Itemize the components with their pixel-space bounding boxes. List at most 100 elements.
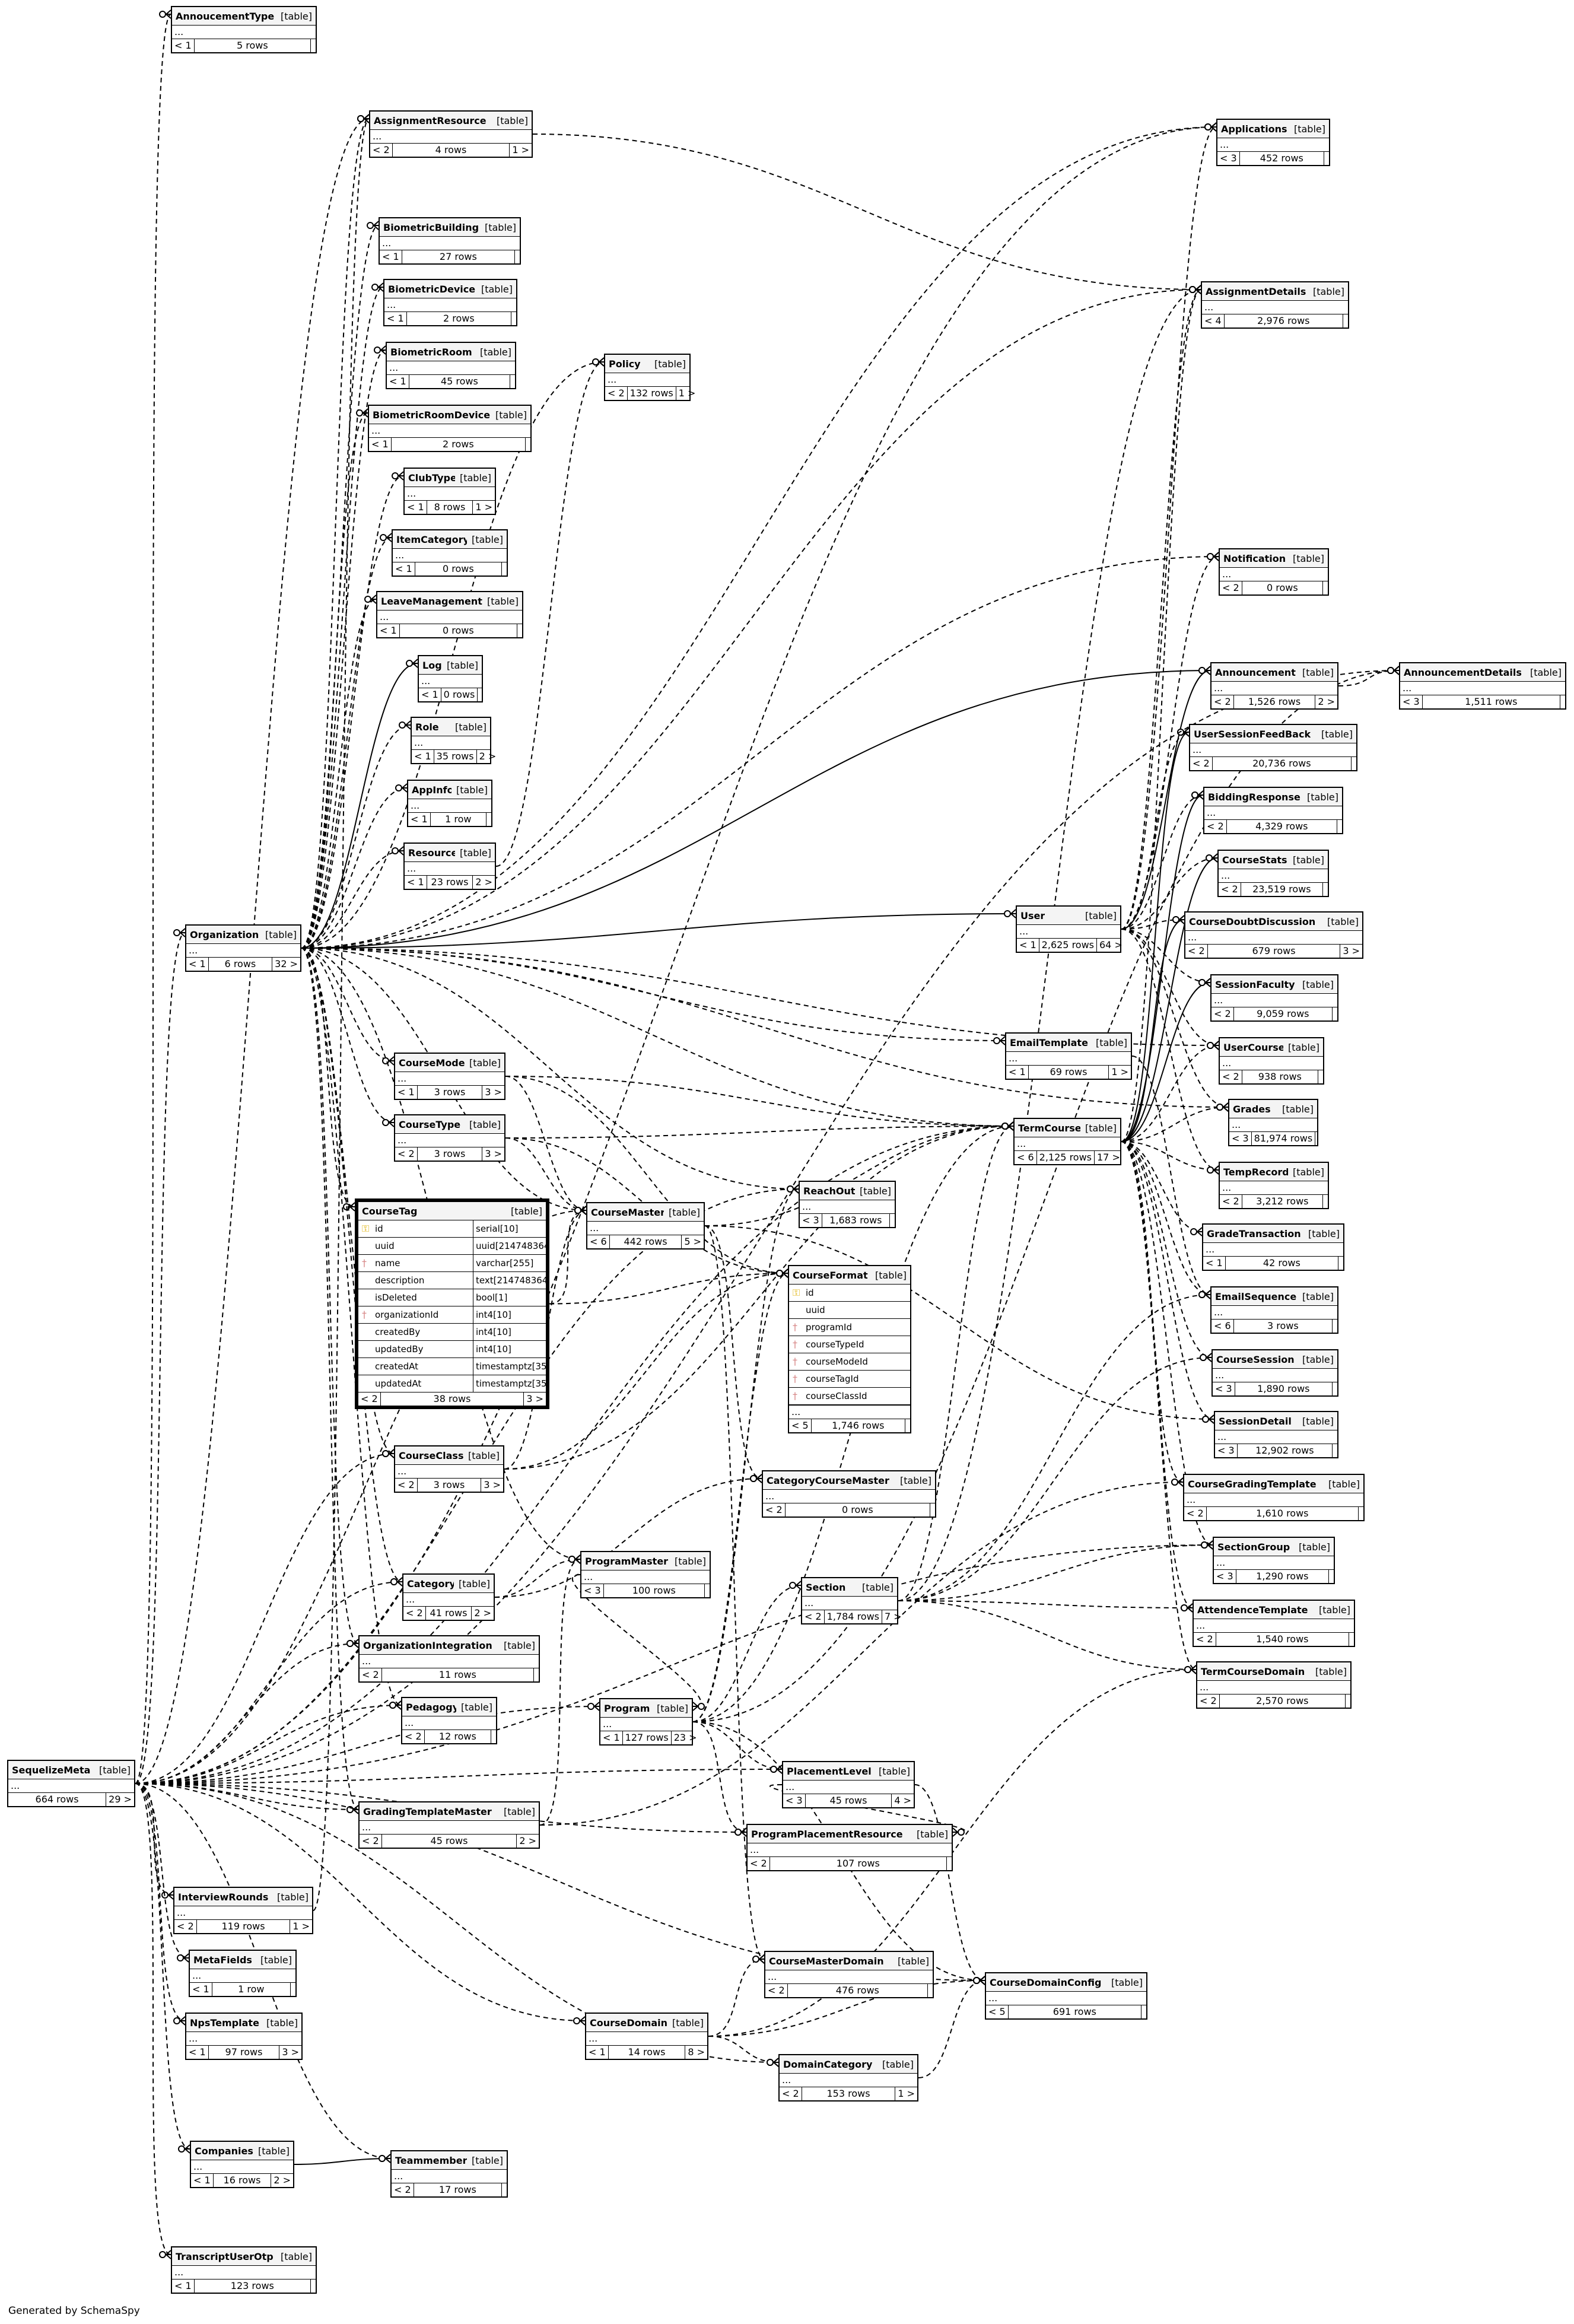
- children-count-link[interactable]: 4 >: [894, 1795, 911, 1806]
- children-count-link[interactable]: 32 >: [275, 958, 298, 969]
- parents-count-link[interactable]: < 1: [369, 438, 392, 451]
- parents-count-link[interactable]: < 3: [783, 1794, 806, 1807]
- children-count-link[interactable]: [526, 438, 530, 451]
- parents-count-link[interactable]: < 1: [419, 688, 441, 701]
- children-count-link[interactable]: 2 >: [274, 2174, 291, 2186]
- children-count-link[interactable]: [705, 1584, 710, 1597]
- parents-count-link[interactable]: < 4: [1202, 314, 1225, 328]
- children-count-link[interactable]: [311, 2280, 316, 2293]
- column-row[interactable]: †courseModeId: [789, 1353, 910, 1371]
- parents-count-link[interactable]: < 1: [408, 813, 431, 826]
- children-count-link[interactable]: [491, 1730, 496, 1743]
- children-count-link[interactable]: [1315, 1132, 1320, 1145]
- parents-count-link[interactable]: < 2: [1190, 757, 1213, 770]
- parents-count-link[interactable]: < 2: [1197, 1694, 1220, 1708]
- children-count-link[interactable]: 2 >: [1318, 696, 1335, 707]
- column-row[interactable]: †courseTypeId: [789, 1336, 910, 1353]
- parents-count-link[interactable]: < 1: [395, 1086, 418, 1099]
- children-count-link[interactable]: 3 >: [1343, 945, 1360, 956]
- parents-count-link[interactable]: < 2: [1211, 1007, 1234, 1020]
- parents-count-link[interactable]: < 2: [395, 1147, 418, 1161]
- parents-count-link[interactable]: < 1: [600, 1731, 623, 1744]
- parents-count-link[interactable]: < 1: [377, 624, 400, 637]
- column-row[interactable]: uuid: [789, 1302, 910, 1319]
- parents-count-link[interactable]: < 6: [1015, 1151, 1037, 1164]
- parents-count-link[interactable]: < 2: [360, 1668, 382, 1681]
- children-count-link[interactable]: 1 >: [292, 1921, 310, 1932]
- children-count-link[interactable]: [478, 688, 482, 701]
- children-count-link[interactable]: [1343, 314, 1348, 328]
- parents-count-link[interactable]: < 2: [1220, 581, 1242, 594]
- children-count-link[interactable]: [1333, 1007, 1337, 1020]
- parents-count-link[interactable]: < 1: [186, 958, 209, 971]
- parents-count-link[interactable]: < 2: [1211, 695, 1234, 708]
- children-count-link[interactable]: 2 >: [474, 1607, 491, 1619]
- parents-count-link[interactable]: < 1: [405, 501, 427, 514]
- parents-count-link[interactable]: < 3: [1215, 1444, 1238, 1457]
- parents-count-link[interactable]: < 2: [360, 1835, 382, 1848]
- children-count-link[interactable]: 1 >: [1111, 1066, 1128, 1077]
- children-count-link[interactable]: [947, 1857, 952, 1870]
- parents-count-link[interactable]: < 2: [1220, 1195, 1242, 1208]
- children-count-link[interactable]: [1318, 1070, 1323, 1083]
- children-count-link[interactable]: 3 >: [526, 1393, 543, 1404]
- children-count-link[interactable]: [1329, 1570, 1334, 1583]
- parents-count-link[interactable]: < 1: [387, 375, 409, 388]
- parents-count-link[interactable]: < 2: [403, 1607, 426, 1620]
- children-count-link[interactable]: [1337, 820, 1342, 833]
- children-count-link[interactable]: [928, 1984, 933, 1997]
- parents-count-link[interactable]: < 2: [358, 1393, 381, 1406]
- parents-count-link[interactable]: < 2: [748, 1857, 770, 1870]
- parents-count-link[interactable]: < 1: [172, 2280, 195, 2293]
- children-count-link[interactable]: 1 >: [898, 2088, 915, 2099]
- parents-count-link[interactable]: < 3: [1229, 1132, 1252, 1145]
- column-row[interactable]: †courseTagId: [789, 1371, 910, 1388]
- children-count-link[interactable]: 1 >: [512, 144, 529, 155]
- parents-count-link[interactable]: < 2: [1194, 1633, 1216, 1646]
- children-count-link[interactable]: [905, 1419, 910, 1432]
- children-count-link[interactable]: 17 >: [1097, 1152, 1120, 1163]
- children-count-link[interactable]: [502, 2183, 507, 2196]
- parents-count-link[interactable]: < 3: [1400, 695, 1423, 708]
- children-count-link[interactable]: [1323, 883, 1328, 896]
- parents-count-link[interactable]: < 2: [1220, 1070, 1242, 1083]
- parents-count-link[interactable]: < 5: [986, 2005, 1009, 2018]
- children-count-link[interactable]: [1323, 1195, 1328, 1208]
- children-count-link[interactable]: [1338, 1257, 1343, 1270]
- parents-count-link[interactable]: < 1: [384, 312, 407, 325]
- children-count-link[interactable]: [1141, 2005, 1146, 2018]
- parents-count-link[interactable]: < 2: [765, 1984, 788, 1997]
- children-count-link[interactable]: 2 >: [479, 751, 497, 762]
- parents-count-link[interactable]: < 1: [1203, 1257, 1226, 1270]
- parents-count-link[interactable]: < 3: [800, 1214, 822, 1227]
- children-count-link[interactable]: [1324, 152, 1329, 165]
